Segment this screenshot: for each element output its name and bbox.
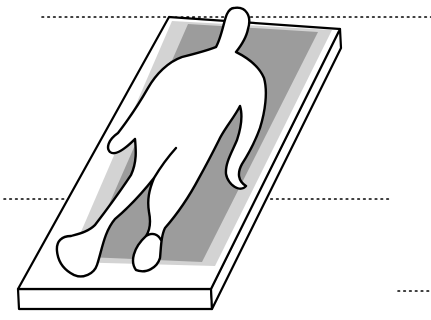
mattress-front-edge <box>18 289 212 309</box>
